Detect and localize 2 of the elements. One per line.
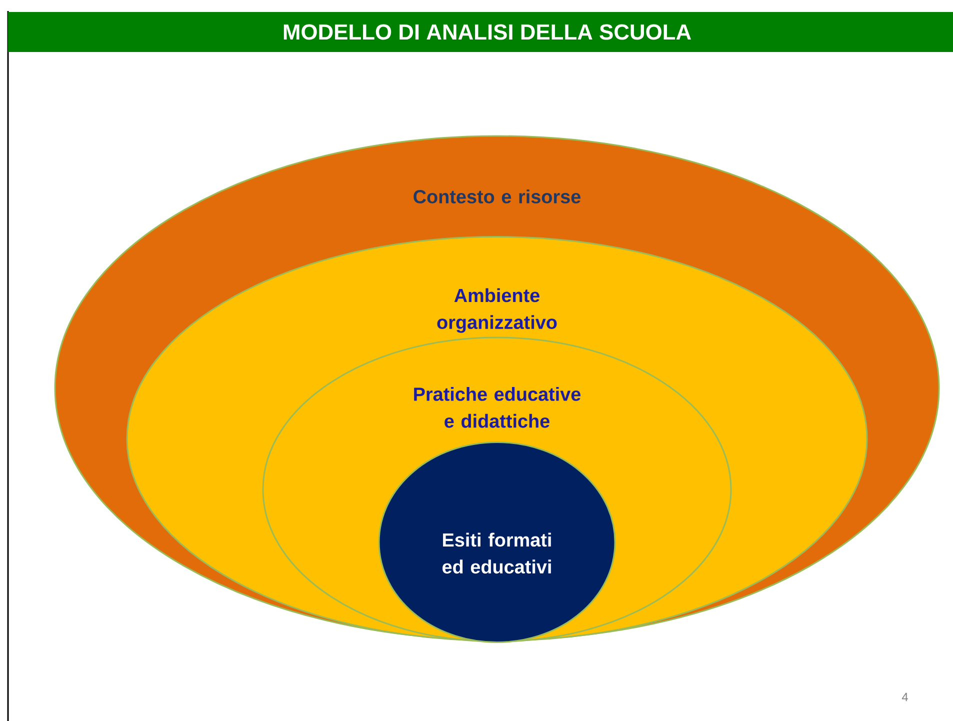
page-number: 4: [902, 692, 908, 702]
title-bar: MODELLO DI ANALISI DELLA SCUOLA: [8, 12, 953, 52]
